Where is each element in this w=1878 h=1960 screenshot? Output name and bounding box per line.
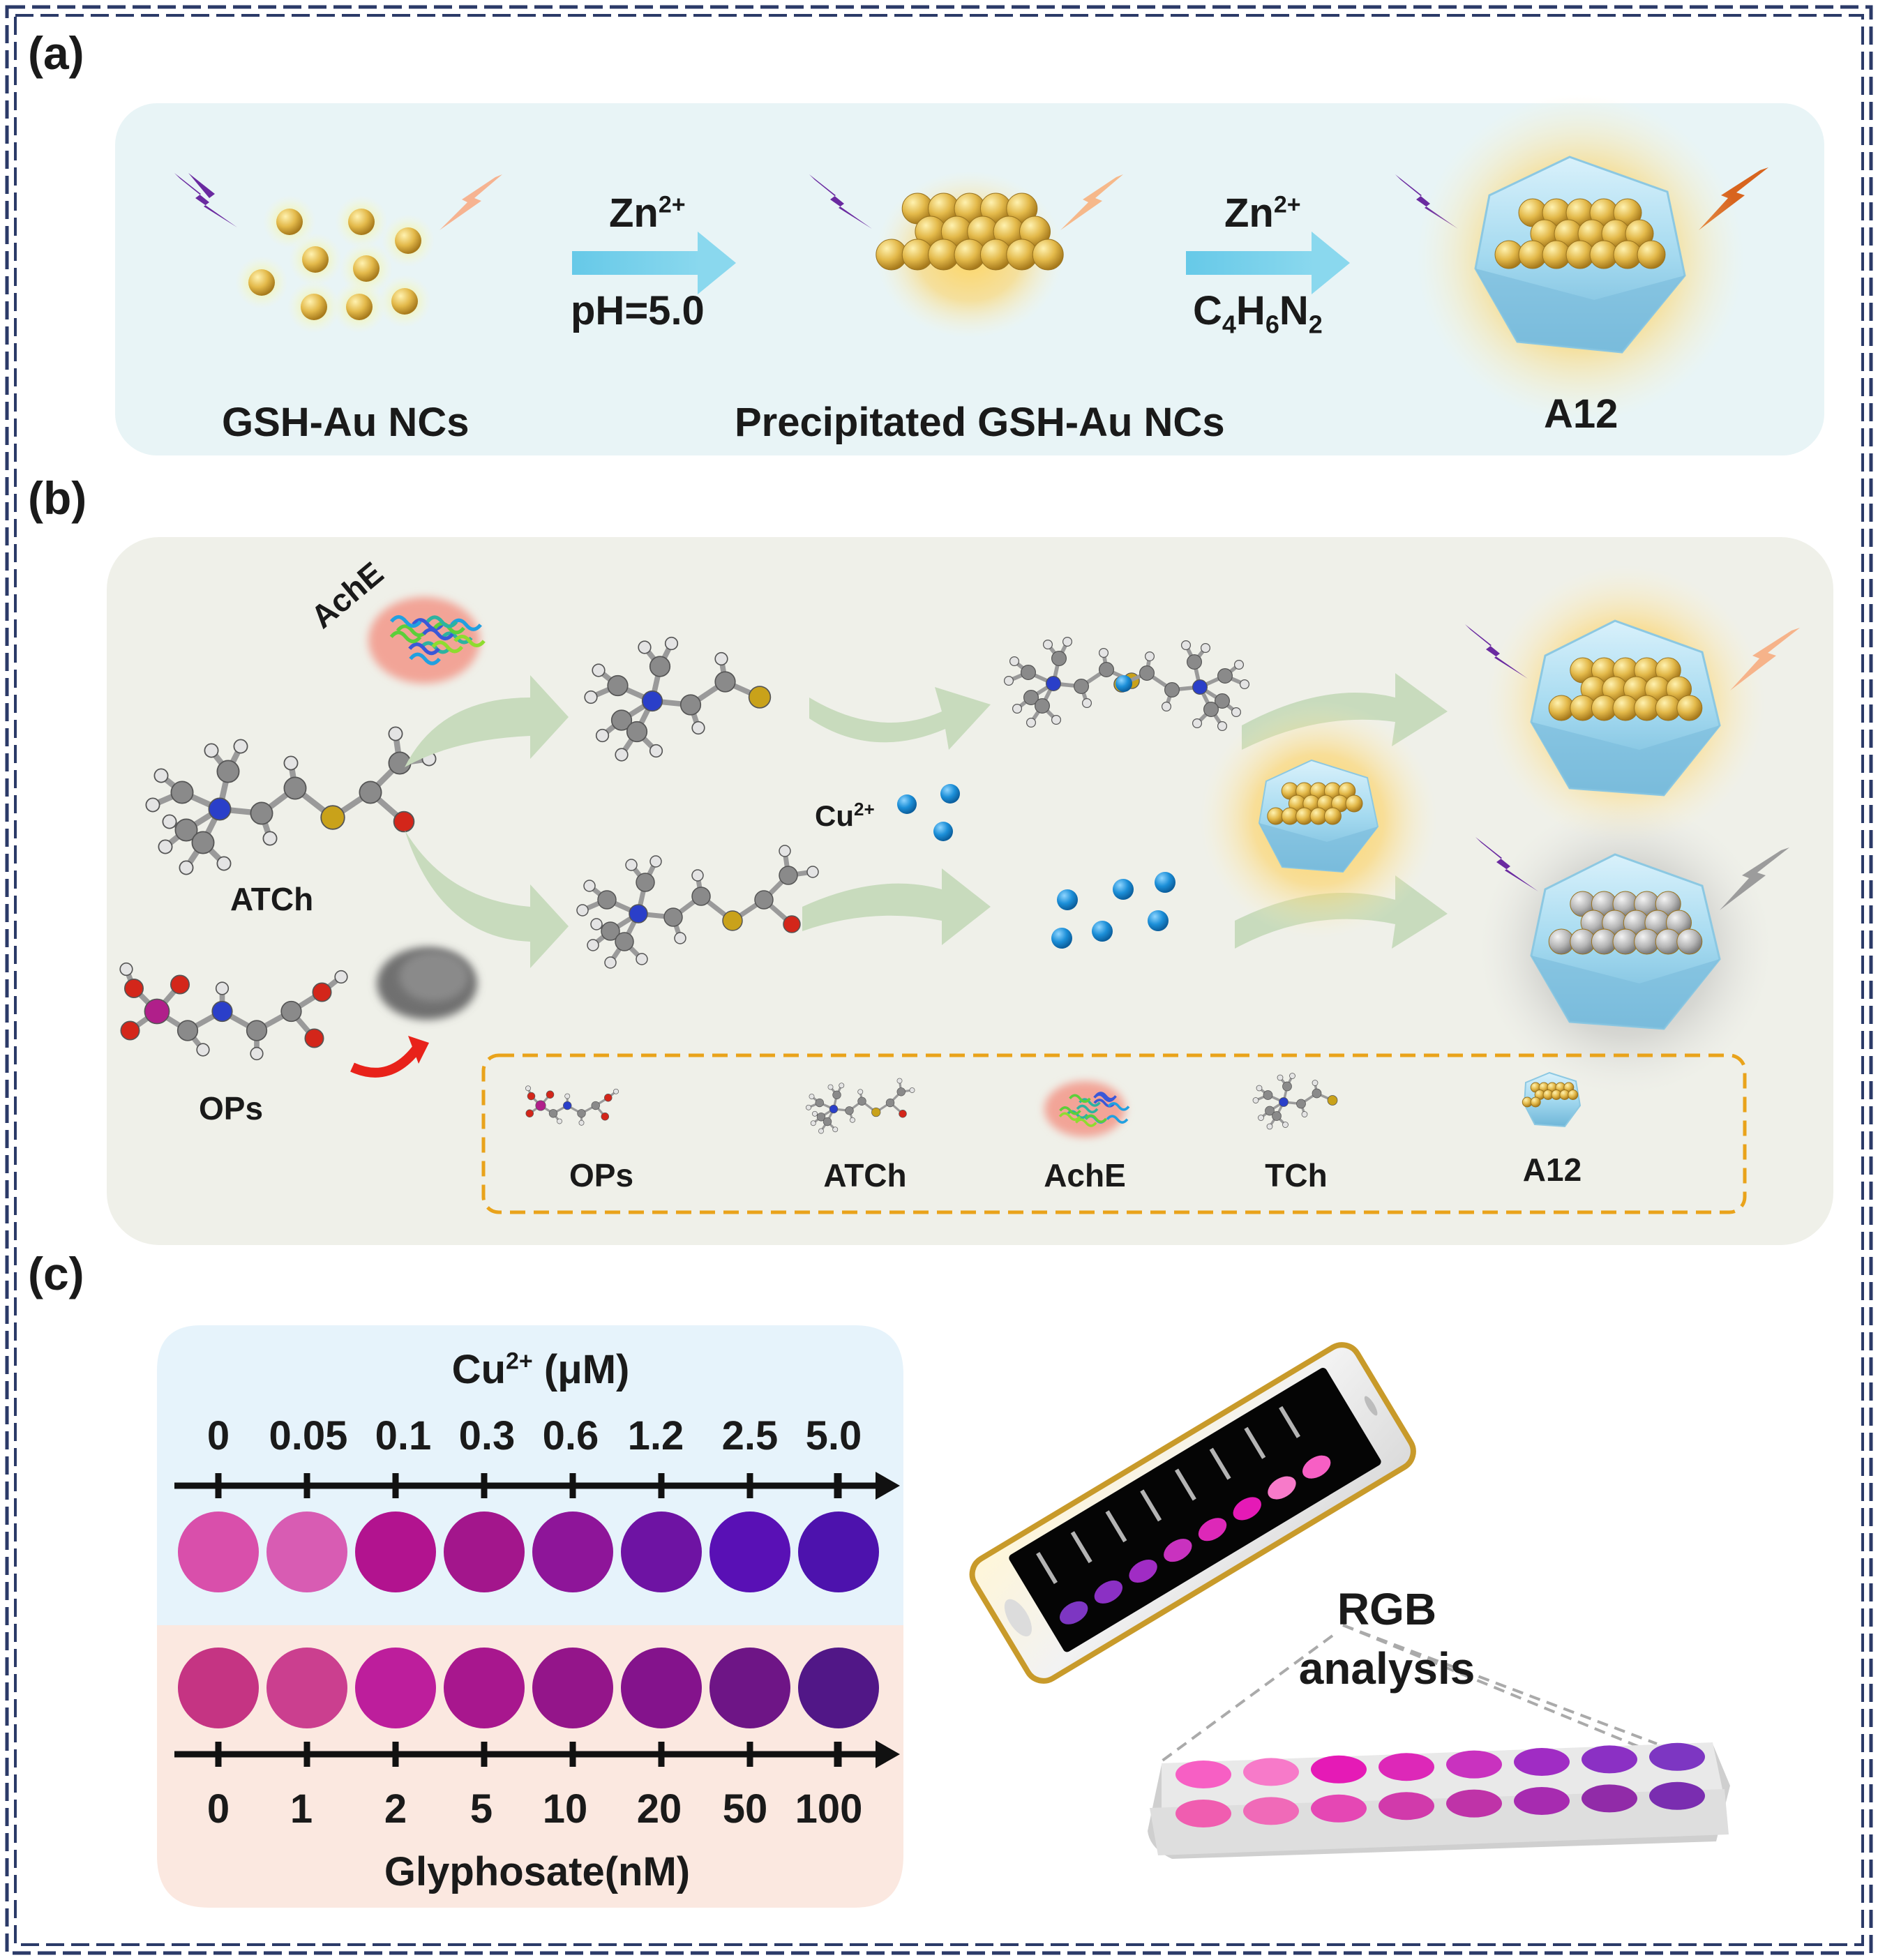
smartphone xyxy=(966,1338,1420,1687)
cu-color-well xyxy=(444,1512,525,1592)
panel-c-letter: (c) xyxy=(28,1247,84,1300)
legend-label-ops: OPs xyxy=(569,1156,633,1194)
top-tick-label: 2.5 xyxy=(708,1412,792,1459)
panel-b xyxy=(107,537,1833,1245)
legend-a12-icon xyxy=(1522,1073,1580,1126)
cu-color-well xyxy=(178,1512,259,1592)
rgb-subtitle: analysis xyxy=(1299,1643,1475,1694)
cu-color-well xyxy=(266,1512,347,1592)
bottom-tick-label: 2 xyxy=(354,1786,437,1832)
bottom-tick-label: 100 xyxy=(787,1786,871,1832)
au-nanocluster xyxy=(391,288,418,315)
bottom-tick-label: 5 xyxy=(440,1786,523,1832)
rgb-title: RGB xyxy=(1337,1583,1436,1635)
au-nanocluster xyxy=(348,209,375,235)
glyphosate-color-well xyxy=(532,1648,613,1728)
label-atch: ATCh xyxy=(230,880,313,918)
reagent1-label: Zn2+ xyxy=(609,190,686,236)
top-tick-label: 0.1 xyxy=(361,1412,445,1459)
label-precipitated: Precipitated GSH-Au NCs xyxy=(735,399,1225,446)
cu-color-well xyxy=(532,1512,613,1592)
bottom-axis-title: Glyphosate(nM) xyxy=(384,1848,690,1895)
top-tick-label: 1.2 xyxy=(614,1412,698,1459)
glyphosate-color-well xyxy=(266,1648,347,1728)
label-cu-ion: Cu2+ xyxy=(815,799,875,833)
glyphosate-color-well xyxy=(798,1648,879,1728)
reagent2-formula: C4H6N2 xyxy=(1193,287,1323,340)
glyphosate-color-well xyxy=(621,1648,702,1728)
label-gsh-au-ncs: GSH-Au NCs xyxy=(222,399,469,446)
reagent1-condition: pH=5.0 xyxy=(571,287,705,334)
bottom-tick-label: 10 xyxy=(523,1786,607,1832)
cu-color-well xyxy=(709,1512,790,1592)
bottom-tick-label: 20 xyxy=(617,1786,701,1832)
au-nanocluster xyxy=(353,255,380,282)
glyphosate-color-well xyxy=(178,1648,259,1728)
sample-plate xyxy=(1148,1742,1730,1859)
au-nanocluster xyxy=(395,227,421,254)
bottom-tick-label: 0 xyxy=(176,1786,260,1832)
legend-label-tch: TCh xyxy=(1265,1156,1327,1194)
cu-color-well xyxy=(621,1512,702,1592)
top-tick-label: 0.05 xyxy=(266,1412,350,1459)
glyphosate-color-well xyxy=(355,1648,436,1728)
au-nanocluster xyxy=(346,294,373,320)
cu-color-well xyxy=(798,1512,879,1592)
au-nanocluster xyxy=(302,246,329,273)
cu-color-well xyxy=(355,1512,436,1592)
bottom-tick-label: 1 xyxy=(260,1786,343,1832)
legend-label-atch: ATCh xyxy=(823,1156,906,1194)
au-nanocluster xyxy=(248,269,275,296)
legend-label-a12: A12 xyxy=(1523,1151,1582,1189)
top-axis-title: Cu2+ (μM) xyxy=(452,1346,630,1393)
top-tick-label: 5.0 xyxy=(792,1412,876,1459)
glyphosate-color-well xyxy=(709,1648,790,1728)
glyphosate-color-well xyxy=(444,1648,525,1728)
label-a12: A12 xyxy=(1544,391,1618,437)
legend-label-ache: AchE xyxy=(1044,1156,1126,1194)
panel-b-letter: (b) xyxy=(28,472,87,525)
inhibited-ache xyxy=(377,947,477,1020)
au-nanocluster xyxy=(276,209,303,235)
label-ops: OPs xyxy=(199,1090,263,1127)
panel-a-letter: (a) xyxy=(28,27,84,80)
bottom-tick-label: 50 xyxy=(703,1786,787,1832)
top-tick-label: 0 xyxy=(176,1412,260,1459)
top-tick-label: 0.3 xyxy=(445,1412,529,1459)
top-tick-label: 0.6 xyxy=(529,1412,613,1459)
reagent2-label: Zn2+ xyxy=(1224,190,1301,236)
au-nanocluster xyxy=(301,294,327,320)
